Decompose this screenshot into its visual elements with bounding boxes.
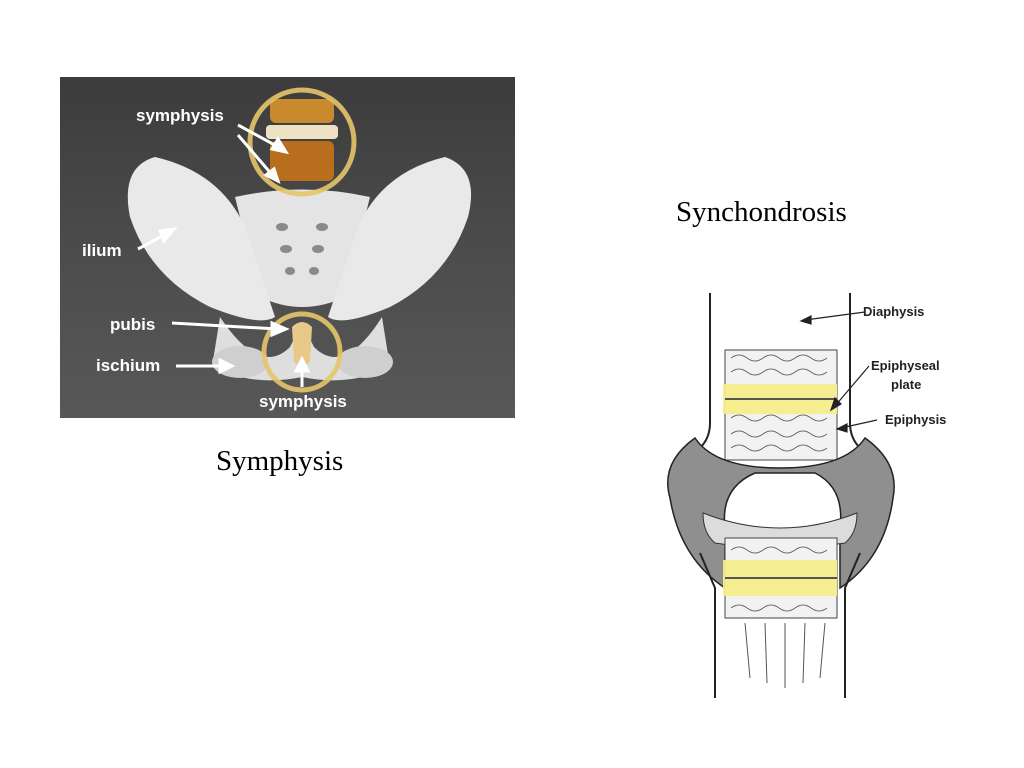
epiphyseal-plate-label-line1: Epiphyseal [871,358,940,373]
epiphyseal-plate-label-line2: plate [891,377,921,392]
diaphysis-label: Diaphysis [863,304,924,319]
symphysis-label-top: symphysis [136,106,224,126]
symphysis-caption: Symphysis [216,445,343,478]
pubis-label: pubis [110,315,155,335]
synchondrosis-title: Synchondrosis [676,196,847,229]
symphysis-label-bottom: symphysis [259,392,347,412]
epiphysis-label: Epiphysis [885,412,946,427]
ilium-label: ilium [82,241,122,261]
vertebra-upper [270,99,334,123]
ischium-label: ischium [96,356,160,376]
intervertebral-disc [266,125,338,139]
ischium-right [337,346,393,378]
pelvis-photo: symphysis ilium pubis ischium symphysis [60,77,515,418]
bone-joint-illustration [655,288,985,698]
synchondrosis-diagram: Diaphysis Epiphyseal plate Epiphysis [655,288,985,698]
